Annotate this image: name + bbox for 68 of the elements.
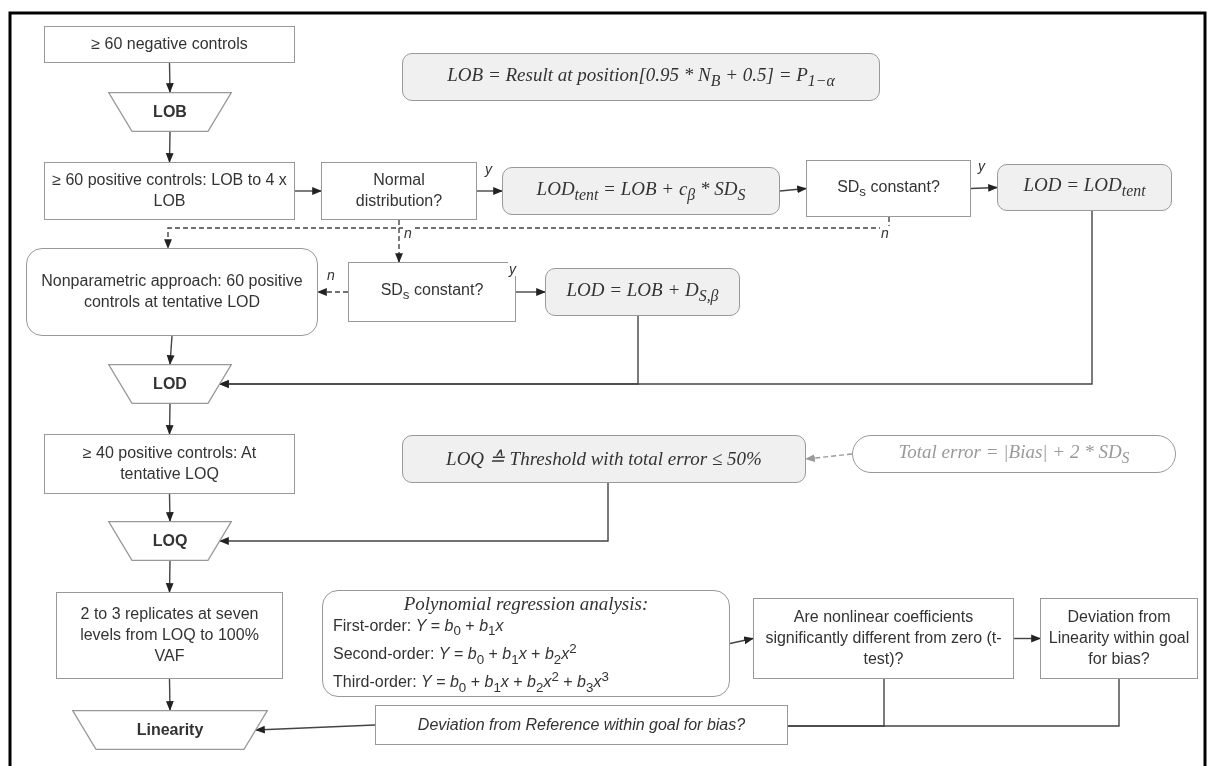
node-text: SD$_{s}$ constant? [837,176,940,201]
node-text: Normal distribution? [354,170,444,211]
arrow [165,62,174,93]
formula-box [502,167,780,215]
formula-box [402,435,806,483]
process-box [348,262,516,322]
node-text: ≥ 60 positive controls: LOB to 4 x LOB [51,170,288,211]
edge-label: n [403,226,413,240]
process-box [1040,598,1198,679]
arrow [1013,634,1041,643]
arrow [779,185,807,194]
arrow [165,560,174,593]
node-text: Nonparametric approach: 60 positive controls at tentative LOD [40,271,304,312]
formula-text: Polynomial regression analysis: [403,591,649,616]
arrow [317,288,349,296]
node-text: ≥ 60 negative controls [91,34,248,55]
node-text: Linearity [136,719,204,740]
arrow [395,219,403,263]
node-text: Deviation from Linearity within goal for bias? [1047,607,1191,669]
arrow [165,131,174,163]
process-box [56,592,283,679]
formula-box [402,53,880,101]
process-box [44,434,295,494]
formula-text: LOD = LOB + D$_{S,β}$ [566,277,719,307]
arrow [515,288,546,296]
connector-line [787,678,1120,727]
formula-text: LOD$_{tent}$ = LOB + c$_{β}$ * SD$_{S}$ [536,176,746,206]
edge-label: y [508,262,517,276]
rounded-box [322,590,730,697]
arrow [166,335,175,365]
arrow [294,187,322,195]
formula-box [852,435,1176,473]
arrow [219,482,609,545]
arrow [165,678,174,711]
node-text: LOD [153,373,187,394]
process-box [44,26,295,63]
node-text: ≥ 40 positive controls: At tentative LOQ [81,443,258,484]
arrow [476,187,503,195]
node-text: SD$_{s}$ constant? [380,280,484,304]
arrow [165,493,174,522]
formula-text: LOD = LOD$_{tent}$ [1023,173,1146,202]
formula-box [545,268,740,316]
arrow [164,216,890,249]
formula-box [997,164,1172,211]
formula-text: LOB = Result at position[0.95 * N$_{B}$ + 0.5] = P$_{1−α}$ [447,62,835,91]
node-text: LOQ [152,530,188,551]
node-text: Deviation from Reference within goal for bias? [417,714,746,735]
process-box [321,162,477,220]
process-box [806,160,971,217]
edge-label: n [880,226,890,240]
arrow [729,636,754,645]
process-box [375,705,788,745]
rounded-box [26,248,318,336]
node-text: Are nonlinear coefficients significantly different from zero (t-test)? [764,607,1003,669]
process-box [44,162,295,220]
equation-text: Third-order: Y = b$_{0}$ + b$_{1}$x + b$_{2}$x$^{2}$ + b$_{3}$x$^{3}$ [333,667,609,696]
node-text: 2 to 3 replicates at seven levels from LOQ to 100% VAF [79,604,260,666]
arrow [970,183,998,192]
arrow [165,403,174,435]
node-text: LOB [153,101,187,122]
equation-text: First-order: Y = b$_{0}$ + b$_{1}$x [333,616,504,640]
formula-text: Total error = |Bias| + 2 * SD$_{S}$ [898,439,1130,468]
arrow [219,210,1093,388]
process-box [753,598,1014,679]
equation-text: Second-order: Y = b$_{0}$ + b$_{1}$x + b$_{2}$x$^{2}$ [333,639,577,668]
arrow [255,724,376,734]
arrow [805,453,853,462]
formula-text: LOQ ≙ Threshold with total error ≤ 50% [446,446,762,471]
